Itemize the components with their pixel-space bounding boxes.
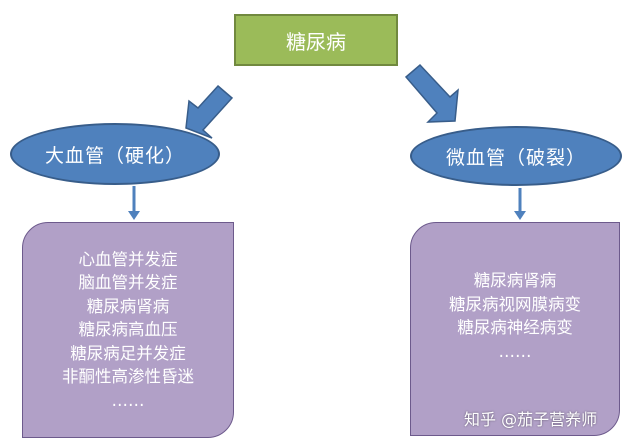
root-label: 糖尿病	[286, 29, 346, 54]
microvascular-complications-list: 糖尿病肾病 糖尿病视网膜病变 糖尿病神经病变 ……	[410, 222, 620, 436]
arrow-root-to-right	[404, 63, 459, 123]
branch-microvascular: 微血管（破裂）	[410, 126, 622, 186]
macrovascular-complications-list: 心血管并发症 脑血管并发症 糖尿病肾病 糖尿病高血压 糖尿病足并发症 非酮性高渗…	[22, 222, 234, 438]
arrow-right-down	[514, 188, 526, 220]
list-item: 糖尿病肾病	[86, 296, 170, 316]
list-item: ……	[498, 341, 532, 361]
list-item: ……	[111, 390, 145, 410]
branch-macrovascular: 大血管（硬化）	[10, 123, 220, 185]
list-item: 心血管并发症	[78, 249, 178, 269]
watermark: 知乎 @茄子营养师	[464, 410, 598, 429]
list-item: 糖尿病肾病	[473, 271, 557, 290]
list-item: 糖尿病足并发症	[70, 343, 186, 363]
root-node: 糖尿病	[234, 14, 398, 66]
list-item: 非酮性高渗性昏迷	[62, 367, 194, 387]
list-item: 糖尿病视网膜病变	[449, 294, 581, 314]
arrow-left-down	[128, 186, 140, 220]
arrow-root-to-left	[185, 84, 234, 139]
branch-title: 大血管（硬化）	[44, 144, 185, 167]
list-item: 糖尿病高血压	[78, 320, 178, 340]
list-item: 脑血管并发症	[78, 273, 178, 293]
branch-title: 微血管（破裂）	[445, 146, 586, 169]
list-item: 糖尿病神经病变	[457, 318, 573, 337]
